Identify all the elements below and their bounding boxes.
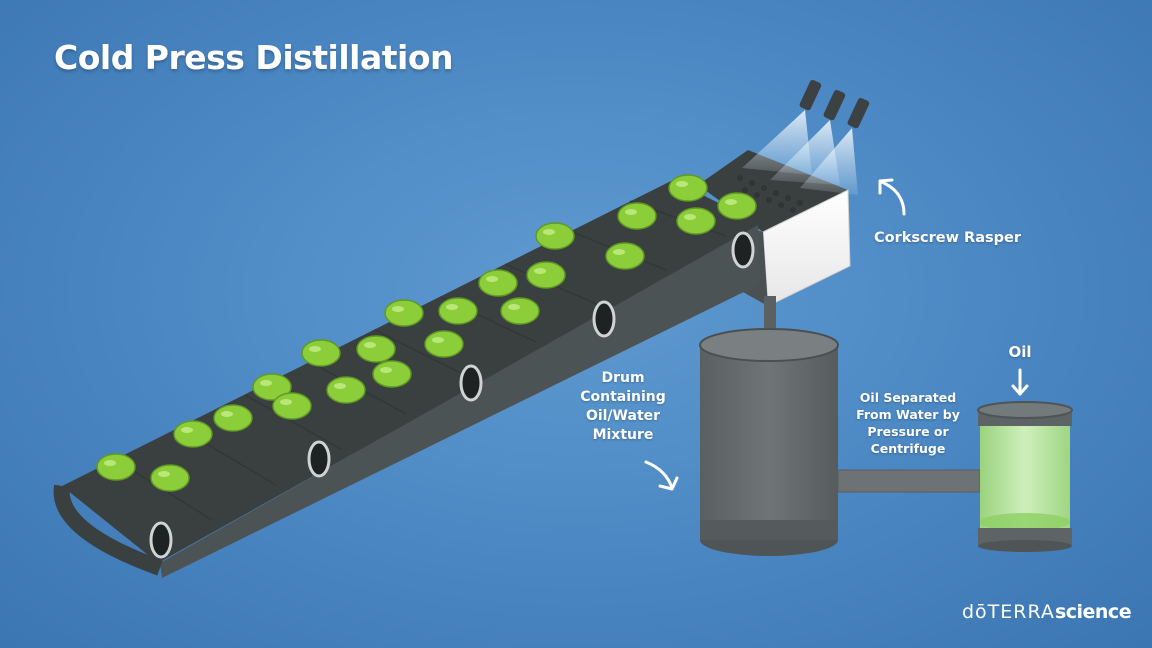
label-separation-line: Centrifuge bbox=[870, 441, 946, 456]
fruit bbox=[96, 453, 136, 481]
fruit bbox=[526, 261, 566, 289]
fruit-highlight bbox=[613, 249, 625, 255]
fruit-highlight bbox=[486, 276, 498, 282]
fruit bbox=[173, 420, 213, 448]
belt-roller bbox=[149, 521, 173, 559]
fruit bbox=[535, 222, 575, 250]
belt-roller bbox=[592, 300, 616, 338]
fruit bbox=[717, 192, 757, 220]
fruit-highlight bbox=[446, 304, 458, 310]
fruit-highlight bbox=[725, 199, 737, 205]
fruit bbox=[301, 339, 341, 367]
conveyor-belt bbox=[53, 180, 762, 578]
fruit-highlight bbox=[280, 399, 292, 405]
brand-logo: dōTERRAscience bbox=[962, 601, 1132, 623]
label-oil: Oil bbox=[1008, 343, 1032, 361]
fruit bbox=[252, 373, 292, 401]
spray-nozzle-icon bbox=[799, 79, 822, 111]
fruit-highlight bbox=[508, 304, 520, 310]
label-separation-line: Pressure or bbox=[867, 424, 949, 439]
drum bbox=[699, 328, 839, 556]
fruit bbox=[372, 360, 412, 388]
spray-nozzle-icon bbox=[847, 97, 870, 129]
pipe-drum-to-oil bbox=[837, 469, 981, 493]
belt-roller bbox=[731, 231, 755, 269]
fruit-highlight bbox=[392, 306, 404, 312]
spray-nozzle-icon bbox=[823, 89, 846, 121]
fruit-highlight bbox=[221, 411, 233, 417]
fruit-highlight bbox=[181, 427, 193, 433]
spray-nozzles bbox=[742, 79, 870, 195]
fruit-highlight bbox=[334, 383, 346, 389]
fruit-highlight bbox=[158, 471, 170, 477]
fruit bbox=[356, 335, 396, 363]
label-separation-line: From Water by bbox=[856, 407, 960, 422]
down-arrow-icon bbox=[1011, 368, 1029, 396]
fruit-highlight bbox=[625, 209, 637, 215]
fruit bbox=[438, 297, 478, 325]
fruit-highlight bbox=[543, 229, 555, 235]
fruit bbox=[384, 299, 424, 327]
label-separation: Oil Separated From Water by Pressure or … bbox=[848, 389, 968, 457]
fruit bbox=[668, 174, 708, 202]
fruit-highlight bbox=[684, 214, 696, 220]
label-separation-line: Oil Separated bbox=[859, 390, 957, 405]
fruit-highlight bbox=[104, 460, 116, 466]
fruit bbox=[478, 269, 518, 297]
label-drum: Drum Containing Oil/Water Mixture bbox=[568, 369, 678, 445]
brand-prefix: dōTERRA bbox=[962, 601, 1055, 623]
belt-roller bbox=[459, 364, 483, 402]
fruit-highlight bbox=[676, 181, 688, 187]
fruit bbox=[326, 376, 366, 404]
fruit-highlight bbox=[432, 337, 444, 343]
fruit-highlight bbox=[380, 367, 392, 373]
fruit bbox=[605, 242, 645, 270]
fruit bbox=[272, 392, 312, 420]
fruit bbox=[150, 464, 190, 492]
brand-suffix: science bbox=[1054, 601, 1132, 623]
label-drum-line: Containing bbox=[580, 389, 666, 405]
fruit bbox=[424, 330, 464, 358]
label-drum-line: Drum bbox=[601, 370, 645, 386]
curved-arrow-icon bbox=[878, 178, 906, 216]
fruit bbox=[676, 207, 716, 235]
oil-container bbox=[977, 401, 1073, 552]
label-drum-line: Oil/Water bbox=[585, 408, 661, 424]
label-drum-line: Mixture bbox=[592, 427, 654, 443]
label-corkscrew-rasper: Corkscrew Rasper bbox=[874, 230, 1021, 246]
fruit-group bbox=[96, 174, 757, 492]
fruit-highlight bbox=[534, 268, 546, 274]
fruit-highlight bbox=[309, 346, 321, 352]
fruit-highlight bbox=[364, 342, 376, 348]
curved-arrow-icon bbox=[644, 460, 679, 491]
fruit-highlight bbox=[260, 380, 272, 386]
fruit bbox=[617, 202, 657, 230]
belt-roller bbox=[307, 440, 331, 478]
diagram-title: Cold Press Distillation bbox=[54, 38, 454, 77]
fruit bbox=[213, 404, 253, 432]
fruit bbox=[500, 297, 540, 325]
